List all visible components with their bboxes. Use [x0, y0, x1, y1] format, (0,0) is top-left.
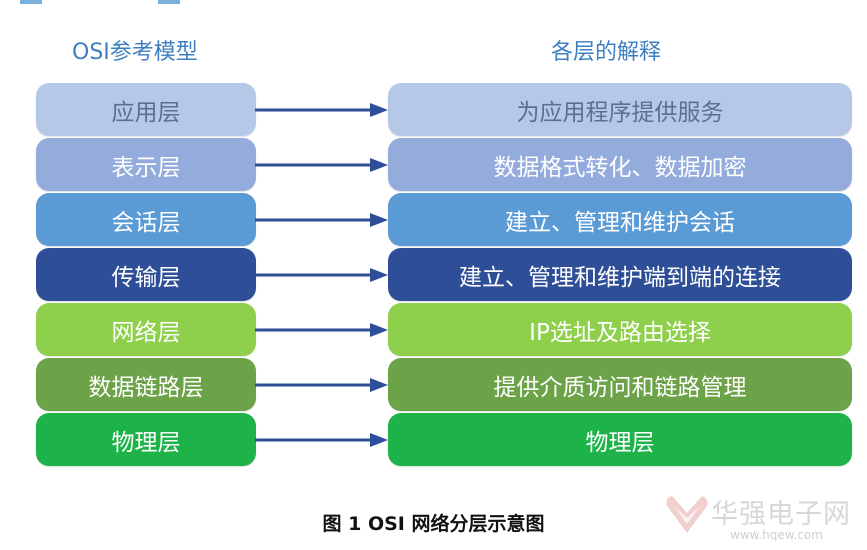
- arrow-right-icon: [255, 102, 388, 117]
- top-edge-strip-right: [158, 0, 180, 4]
- arrow-right-icon: [255, 267, 388, 282]
- layer-box: 表示层: [36, 138, 256, 191]
- layer-explanation-box: 建立、管理和维护会话: [388, 193, 852, 246]
- layer-box: 网络层: [36, 303, 256, 356]
- layer-explanation-box: 物理层: [388, 413, 852, 466]
- arrow-right-icon: [255, 157, 388, 172]
- explanation-header: 各层的解释: [551, 40, 662, 65]
- hqew-logo-icon: [666, 496, 708, 533]
- layer-box: 数据链路层: [36, 358, 256, 411]
- layer-explanation-box: 提供介质访问和链路管理: [388, 358, 852, 411]
- watermark-url: www.hqew.com: [730, 528, 823, 542]
- arrow-right-icon: [255, 212, 388, 227]
- arrow-right-icon: [255, 432, 388, 447]
- layer-explanation-box: IP选址及路由选择: [388, 303, 852, 356]
- layer-box: 应用层: [36, 83, 256, 136]
- layer-explanation-box: 建立、管理和维护端到端的连接: [388, 248, 852, 301]
- layer-box: 会话层: [36, 193, 256, 246]
- layer-explanation-box: 为应用程序提供服务: [388, 83, 852, 136]
- watermark-title: 华强电子网: [711, 499, 851, 530]
- layer-box: 传输层: [36, 248, 256, 301]
- layer-explanation-box: 数据格式转化、数据加密: [388, 138, 852, 191]
- arrow-right-icon: [255, 322, 388, 337]
- figure-caption: 图 1 OSI 网络分层示意图: [322, 513, 545, 535]
- osi-model-header: OSI参考模型: [72, 40, 198, 65]
- arrow-right-icon: [255, 377, 388, 392]
- layer-box: 物理层: [36, 413, 256, 466]
- top-edge-strip-left: [20, 0, 42, 4]
